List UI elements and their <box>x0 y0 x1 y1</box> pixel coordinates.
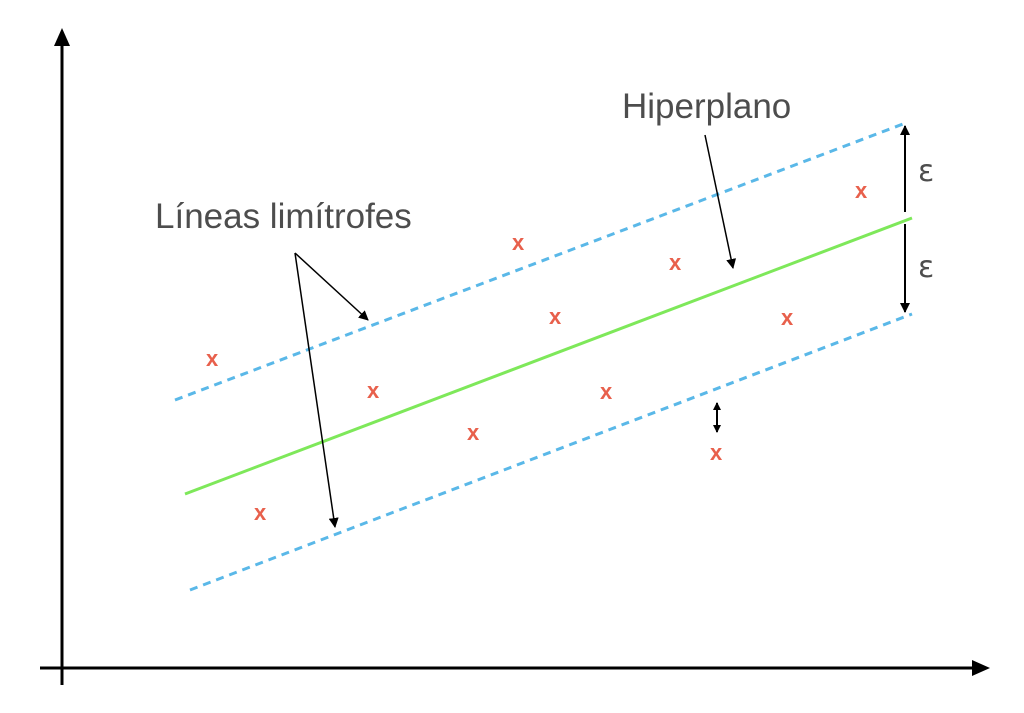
y-axis-arrowhead <box>54 28 70 46</box>
data-point: x <box>467 420 480 445</box>
x-axis-arrowhead <box>972 660 990 676</box>
data-point: x <box>254 500 267 525</box>
hyperplane-label: Hiperplano <box>622 87 791 126</box>
axes <box>40 28 990 685</box>
hyperplane-line <box>184 216 913 496</box>
upper-boundary-line <box>174 122 904 402</box>
data-point: x <box>669 250 682 275</box>
data-point: x <box>549 304 562 329</box>
data-point: x <box>600 379 613 404</box>
hyperplane-pointer-arrow <box>704 134 737 269</box>
data-points: x x x x x x x x x x x <box>206 178 868 525</box>
data-point: x <box>710 440 723 465</box>
data-point: x <box>206 346 219 371</box>
boundary-pointer-arrow-lower <box>294 252 339 528</box>
data-point: x <box>855 178 868 203</box>
data-point: x <box>781 305 794 330</box>
epsilon-lower-label: ε <box>918 250 934 285</box>
data-point: x <box>512 230 525 255</box>
data-point: x <box>367 378 380 403</box>
epsilon-upper-label: ε <box>918 154 934 189</box>
lower-boundary-line <box>189 312 913 592</box>
boundary-lines-label: Líneas limítrofes <box>155 197 412 236</box>
boundary-pointer-arrow-upper <box>294 252 369 321</box>
